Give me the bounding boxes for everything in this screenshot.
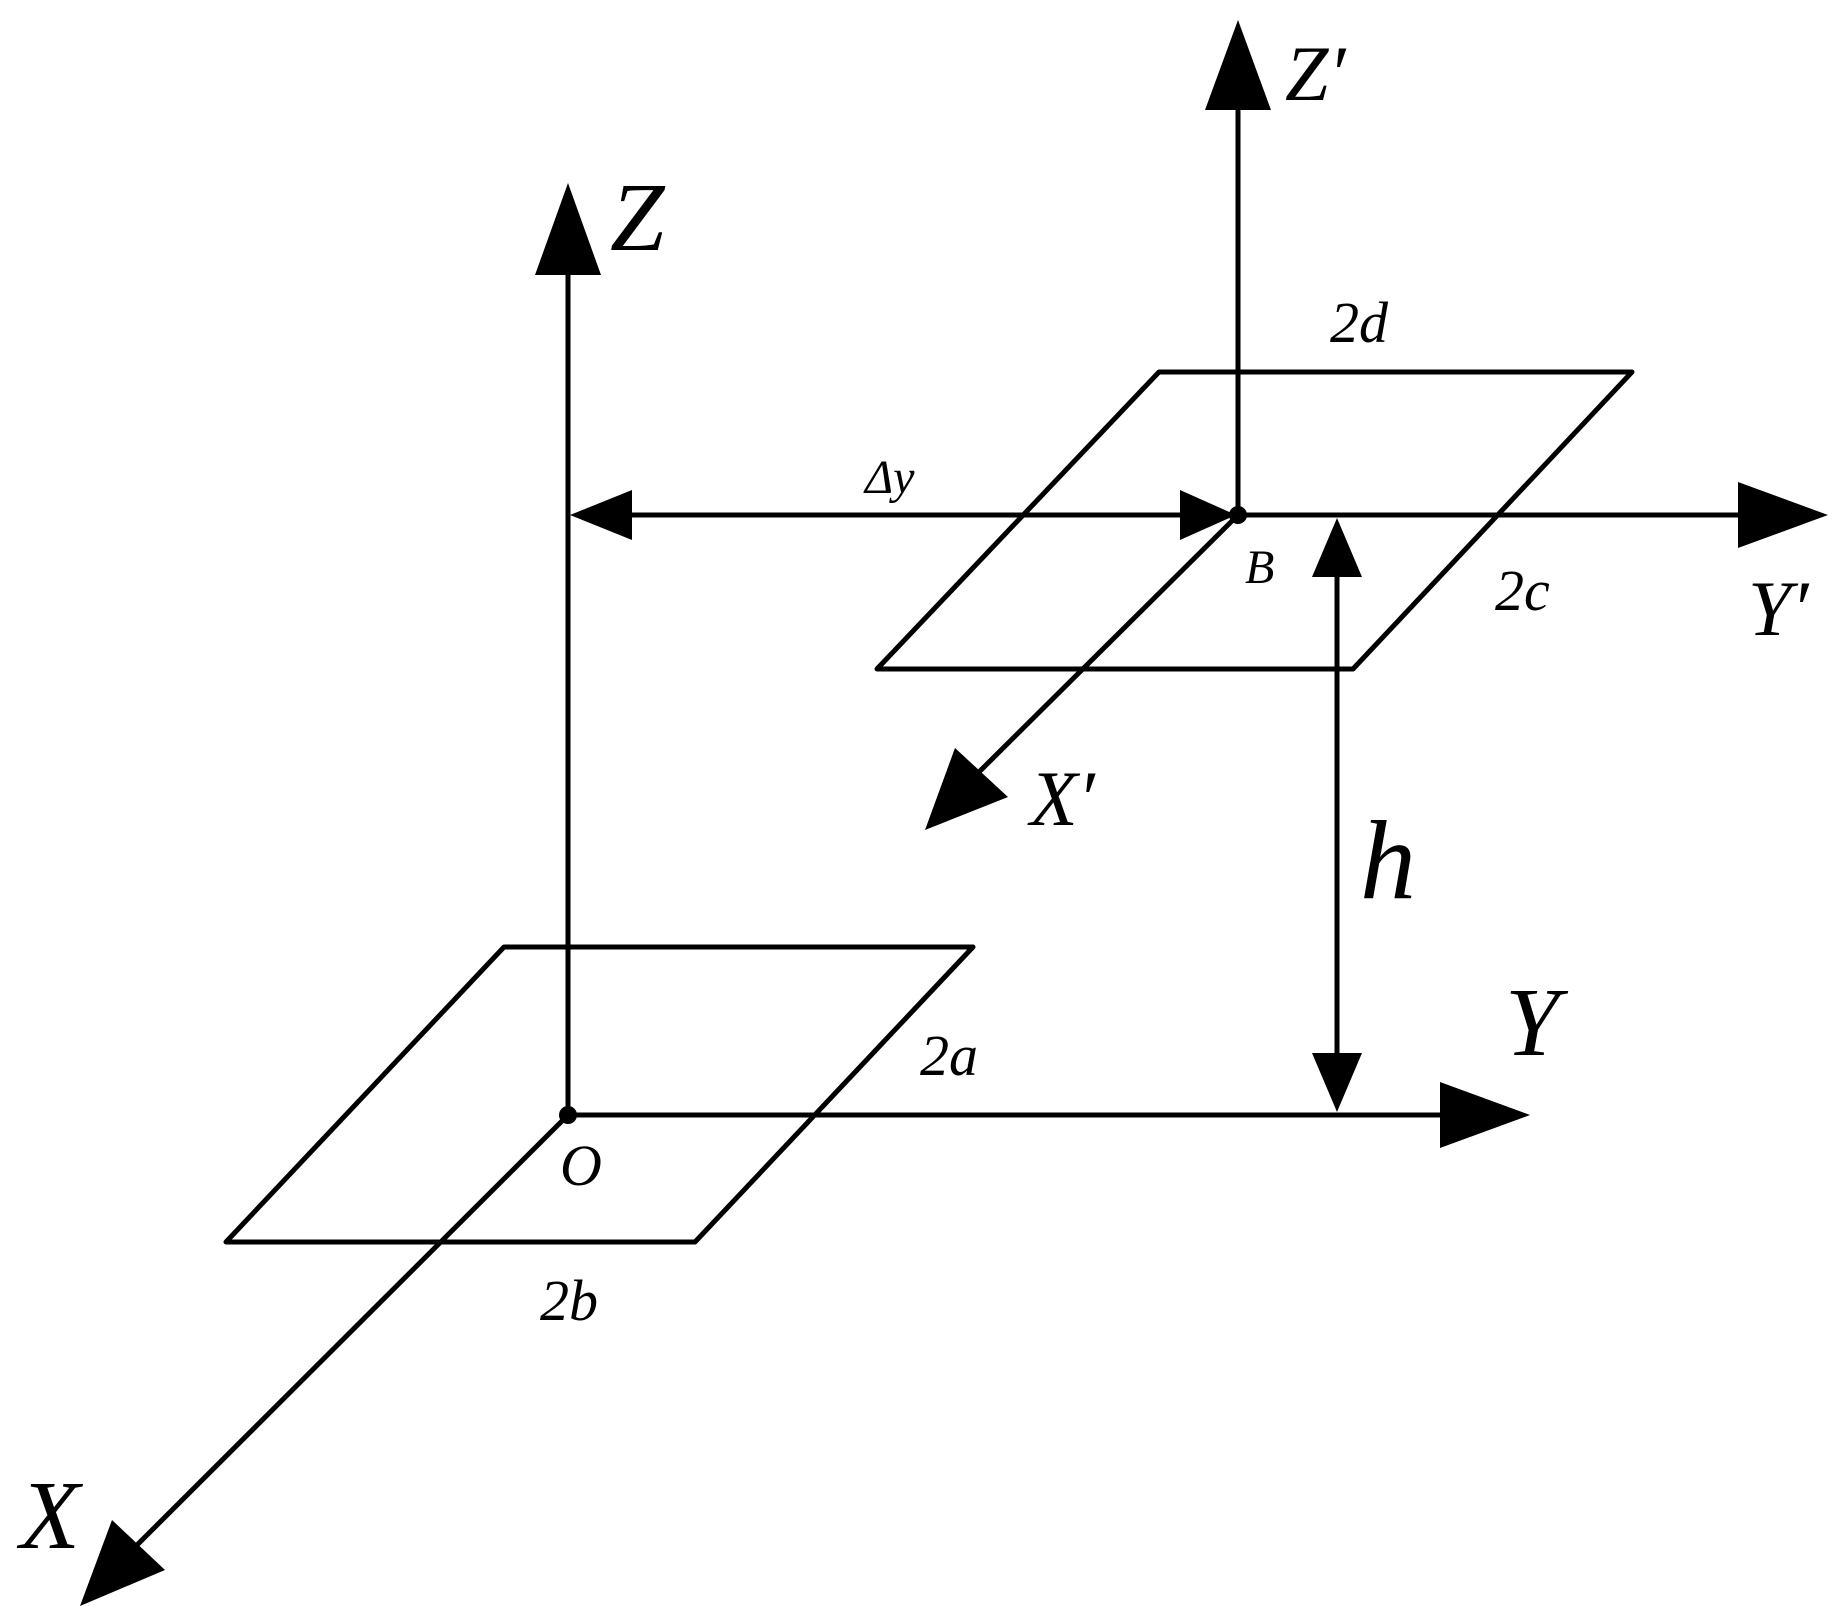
x-prime-axis-label: X′ — [1027, 755, 1097, 842]
delta-y-left-arrowhead — [570, 490, 632, 540]
y-axis-label: Y — [1505, 969, 1569, 1077]
h-bottom-arrowhead — [1312, 1053, 1362, 1112]
point-b-label: B — [1245, 541, 1274, 594]
z-prime-axis-label: Z′ — [1285, 30, 1347, 117]
z-prime-axis-arrowhead — [1205, 20, 1271, 110]
dimension-2d-label: 2d — [1330, 290, 1389, 355]
origin-point — [559, 1106, 577, 1124]
z-axis-label: Z — [610, 164, 666, 272]
x-axis-line — [127, 1112, 571, 1555]
dimension-2a-label: 2a — [920, 1023, 978, 1088]
point-b — [1229, 506, 1247, 524]
x-prime-axis-arrowhead — [925, 748, 1008, 830]
delta-y-right-arrowhead — [1180, 490, 1236, 540]
origin-label: O — [560, 1133, 602, 1198]
y-prime-axis-label: Y′ — [1748, 565, 1810, 652]
x-axis-label: X — [16, 1462, 84, 1570]
y-prime-axis-arrowhead — [1738, 482, 1828, 548]
z-axis-arrowhead — [535, 183, 601, 275]
y-axis-arrowhead — [1440, 1082, 1530, 1148]
dimension-2c-label: 2c — [1495, 558, 1550, 623]
dimension-2b-label: 2b — [540, 1268, 598, 1333]
x-axis-arrowhead — [80, 1520, 165, 1606]
delta-y-label: Δy — [863, 451, 915, 504]
x-prime-axis-line — [977, 512, 1241, 774]
lower-plate — [223, 944, 976, 1245]
height-label: h — [1360, 799, 1416, 923]
upper-plate — [874, 369, 1635, 672]
h-top-arrowhead — [1312, 518, 1362, 577]
